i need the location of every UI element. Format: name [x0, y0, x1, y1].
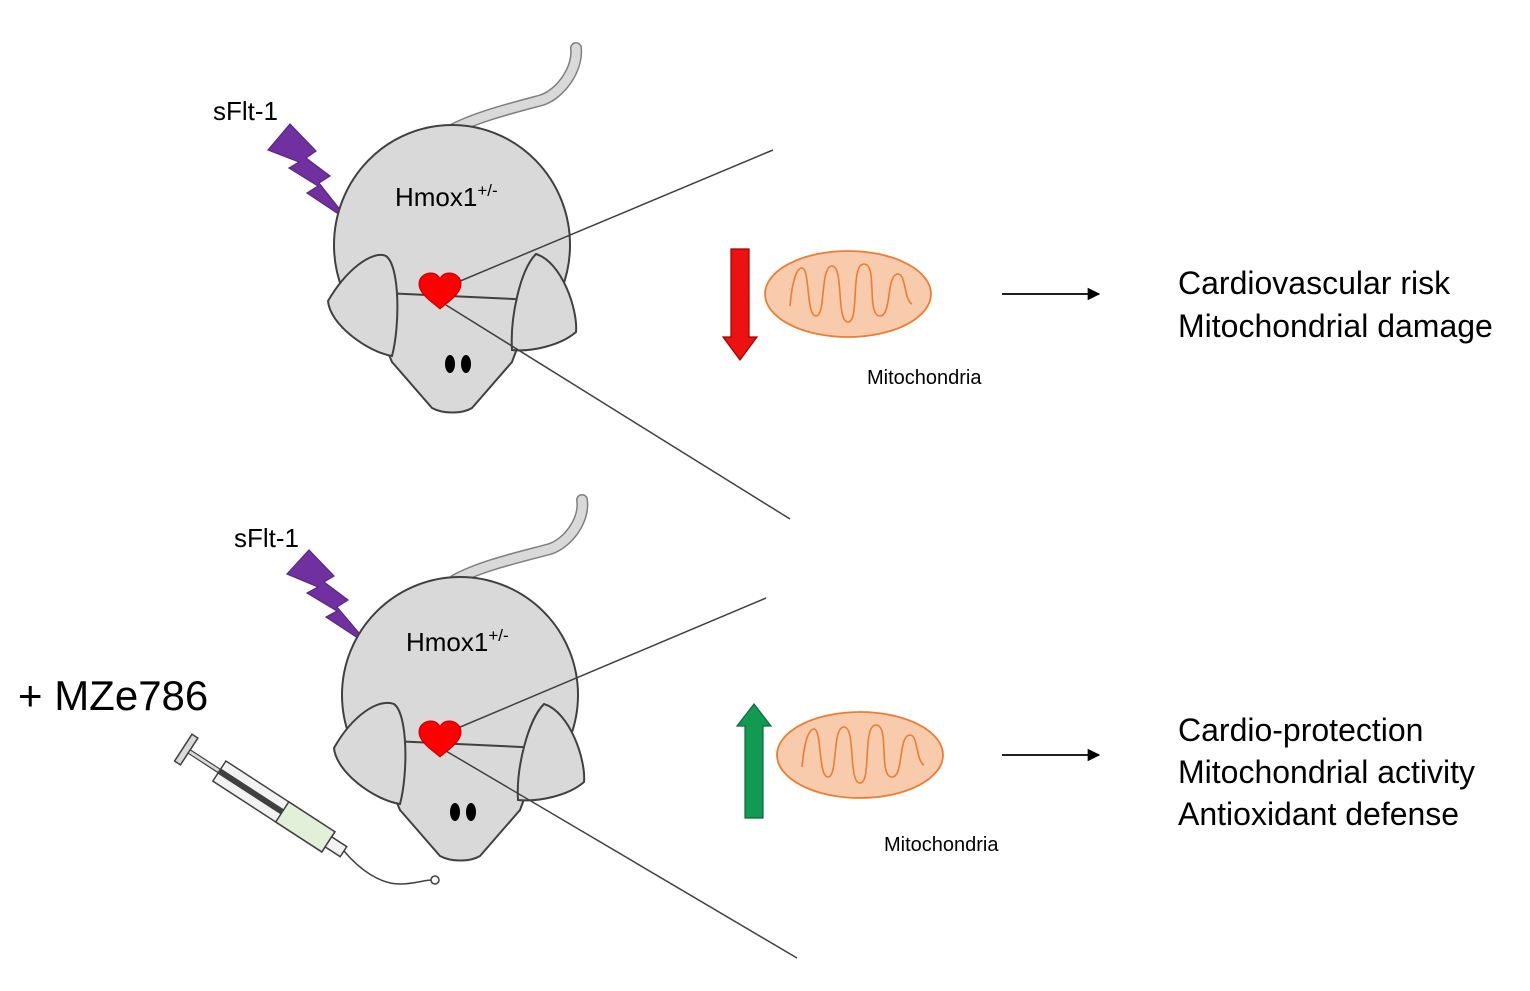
outcome-text: Mitochondrial activity — [1178, 754, 1475, 790]
mouse-head — [360, 290, 537, 414]
lightning-icon — [285, 549, 371, 647]
mitochondria-icon — [764, 250, 932, 338]
arrow-up-icon — [735, 703, 773, 819]
mouse-ear-left — [326, 253, 399, 358]
stimulus-label: sFlt-1 — [234, 523, 299, 553]
zoom-line — [445, 149, 774, 288]
panel-bottom: sFlt-1 + MZe786 Hmox1+/- — [18, 494, 1475, 959]
mouse-nostril — [450, 803, 460, 821]
mitochondria-label: Mitochondria — [867, 367, 982, 389]
zoom-line — [445, 750, 798, 959]
syringe-icon — [173, 733, 348, 858]
mouse-icon — [332, 494, 589, 862]
mouse-icon — [326, 42, 583, 414]
zoom-line — [445, 304, 791, 520]
arrow-down-icon — [721, 248, 759, 362]
outcome-text: Mitochondrial damage — [1178, 308, 1493, 344]
mouse-ear-right — [516, 702, 586, 802]
mouse-nostril — [466, 803, 476, 821]
treatment-label: + MZe786 — [18, 672, 208, 719]
mouse-ear-right — [510, 252, 578, 352]
syringe-needle — [343, 850, 433, 885]
zoom-line — [445, 597, 767, 734]
mouse-nostril — [461, 355, 471, 373]
panel-top: sFlt-1 Hmox1+/- Mitochondria — [213, 42, 1493, 520]
outcome-text: Cardiovascular risk — [1178, 265, 1451, 301]
genotype-label: Hmox1+/- — [395, 181, 498, 212]
heart-icon — [418, 720, 462, 758]
mouse-head — [368, 738, 545, 862]
stimulus-label: sFlt-1 — [213, 96, 278, 126]
heart-icon — [418, 272, 462, 310]
mitochondria-label: Mitochondria — [884, 834, 999, 856]
mouse-ear-left — [332, 701, 407, 806]
lightning-icon — [266, 123, 350, 222]
mouse-nostril — [445, 355, 455, 373]
genotype-label: Hmox1+/- — [406, 626, 509, 657]
outcome-text: Cardio-protection — [1178, 712, 1423, 748]
outcome-text: Antioxidant defense — [1178, 796, 1459, 832]
mitochondria-icon — [776, 711, 944, 799]
